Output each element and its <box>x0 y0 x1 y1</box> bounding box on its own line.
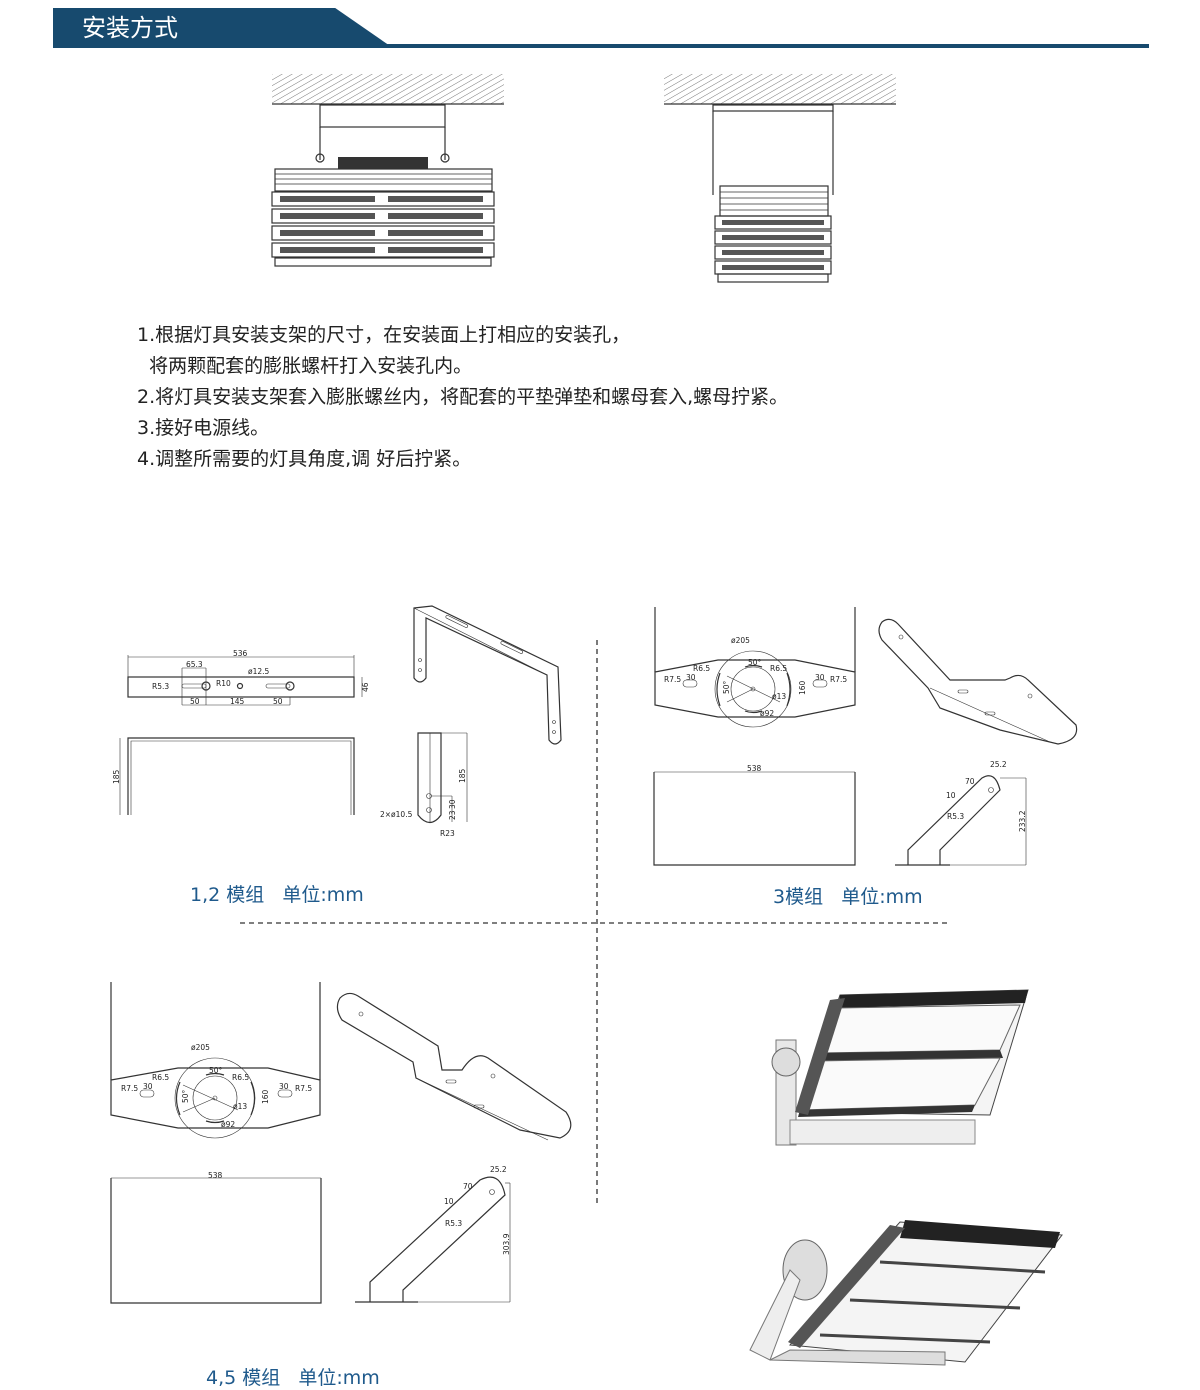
dim-label: 25.2 <box>990 760 1007 769</box>
dim-label: ø12.5 <box>248 667 270 676</box>
dim-label: 46 <box>361 682 370 692</box>
dim-label: 10 <box>946 791 956 800</box>
dim-label: 70 <box>965 777 975 786</box>
dim-label: 70 <box>463 1182 473 1191</box>
dim-label: 2×ø10.5 <box>380 810 413 819</box>
dim-label: ø205 <box>731 636 750 645</box>
dim-label: 536 <box>233 649 248 658</box>
step-3: 3.接好电源线。 <box>137 417 270 439</box>
dim-label: R5.3 <box>152 682 169 691</box>
dim-label: 538 <box>208 1171 223 1180</box>
fixture-side-view <box>664 74 896 283</box>
step-1: 1.根据灯具安装支架的尺寸，在安装面上打相应的安装孔， <box>137 324 631 346</box>
step-2: 2.将灯具安装支架套入膨胀螺丝内，将配套的平垫弹垫和螺母套入,螺母拧紧。 <box>137 386 789 408</box>
product-render-pole-mount <box>749 1220 1063 1366</box>
caption-module-4-5: 4,5 模组 单位:mm <box>206 1367 380 1389</box>
dim-label: ø13 <box>233 1102 247 1111</box>
dim-label: R6.5 <box>770 664 787 673</box>
fixture-front-view <box>271 74 504 267</box>
dim-label: 30 <box>448 799 457 809</box>
dim-label: 30 <box>279 1082 289 1091</box>
dim-label: R5.3 <box>947 812 964 821</box>
dim-label: R6.5 <box>693 664 710 673</box>
dim-label: 145 <box>230 697 245 706</box>
product-render-wall-mount <box>771 989 1029 1146</box>
dim-label: 303.9 <box>502 1233 511 1255</box>
dim-label: 160 <box>261 1089 270 1104</box>
section-header-rule <box>53 44 1149 48</box>
caption-module-1-2: 1,2 模组 单位:mm <box>190 884 364 906</box>
dim-label: ø92 <box>760 709 774 718</box>
caption-module-3: 3模组 单位:mm <box>773 886 923 908</box>
dim-label: R6.5 <box>232 1073 249 1082</box>
section-header-bar <box>53 8 393 48</box>
dim-label: 10 <box>444 1197 454 1206</box>
dim-label: R5.3 <box>445 1219 462 1228</box>
dim-label: 50° <box>181 1089 190 1103</box>
bracket-drawing-module-4-5: ø205 50° R6.5 R6.5 R7.5 30 30 R7.5 50° ø… <box>110 982 572 1304</box>
dim-label: 30 <box>143 1082 153 1091</box>
step-4: 4.调整所需要的灯具角度,调 好后拧紧。 <box>137 448 472 470</box>
dim-label: 30 <box>686 673 696 682</box>
dim-label: ø92 <box>221 1120 235 1129</box>
dim-label: 23 <box>448 810 457 820</box>
dim-label: R7.5 <box>830 675 847 684</box>
bracket-drawing-module-1-2: 536 65.3 ø12.5 R5.3 R10 46 50 145 50 185… <box>112 605 562 838</box>
step-1-cont: 将两颗配套的膨胀螺杆打入安装孔内。 <box>137 355 473 377</box>
dim-label: 185 <box>112 769 121 784</box>
dim-label: 50° <box>209 1066 223 1075</box>
dim-label: 25.2 <box>490 1165 507 1174</box>
dim-label: 185 <box>458 768 467 783</box>
dim-label: 50° <box>722 680 731 694</box>
dim-label: R7.5 <box>121 1084 138 1093</box>
dim-label: 65.3 <box>186 660 203 669</box>
dim-label: ø205 <box>191 1043 210 1052</box>
dim-label: 30 <box>815 673 825 682</box>
installation-steps: 1.根据灯具安装支架的尺寸，在安装面上打相应的安装孔， 将两颗配套的膨胀螺杆打入… <box>137 320 788 475</box>
dim-label: 50 <box>273 697 283 706</box>
dim-label: 50° <box>748 658 762 667</box>
dim-label: R10 <box>216 679 231 688</box>
dim-label: R7.5 <box>664 675 681 684</box>
section-title: 安装方式 <box>82 14 178 42</box>
dim-label: R23 <box>440 829 455 838</box>
dim-label: R7.5 <box>295 1084 312 1093</box>
dim-label: 50 <box>190 697 200 706</box>
bracket-drawing-module-3: ø205 50° R6.5 R6.5 R7.5 30 30 R7.5 50° ø… <box>653 607 1078 866</box>
dim-label: ø13 <box>772 692 786 701</box>
dim-label: 233.2 <box>1018 810 1027 832</box>
dim-label: 538 <box>747 764 762 773</box>
dim-label: R6.5 <box>152 1073 169 1082</box>
dim-label: 160 <box>798 680 807 695</box>
